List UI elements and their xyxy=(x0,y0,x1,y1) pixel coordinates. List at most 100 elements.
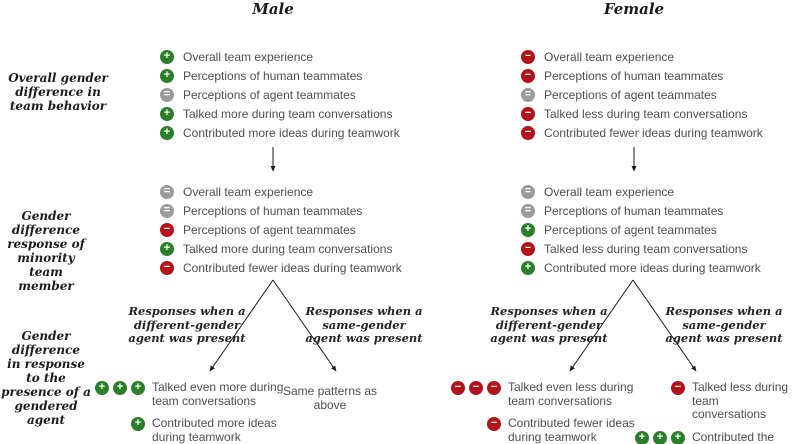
list-item: − − − Talked even less during team conve… xyxy=(449,380,635,408)
minus-icon: − xyxy=(487,381,501,395)
equal-icon: = xyxy=(160,87,174,102)
minus-icon: − xyxy=(521,125,535,140)
equal-icon: = xyxy=(521,203,535,218)
list-item-label: Talked more during team conversations xyxy=(183,106,393,121)
equal-icon: = xyxy=(160,184,174,199)
list-item: + Overall team experience xyxy=(160,47,400,66)
list-item-label: Talked less during team conversations xyxy=(544,106,748,121)
plus-icon: + xyxy=(653,430,667,444)
list-item: +Talked more during team conversations xyxy=(160,239,402,258)
list-item-label: Talked even less during team conversatio… xyxy=(508,380,634,408)
branch-label-male-different: Responses when a different-gender agent … xyxy=(128,304,246,345)
icon-group: − xyxy=(449,417,501,431)
list-item-label: Contributed more ideas during teamwork xyxy=(544,260,761,275)
equal-icon: = xyxy=(521,87,535,102)
male-minority-list: = Overall team experience =Perceptions of… xyxy=(160,182,402,277)
section-label-minority: Gender difference response of minority t… xyxy=(7,209,85,293)
list-item: =Perceptions of human teammates xyxy=(160,201,402,220)
equal-icon: = xyxy=(521,184,535,199)
icon-group: − − − xyxy=(449,381,501,395)
list-item: = Overall team experience xyxy=(160,182,402,201)
icon-group: − xyxy=(633,381,685,395)
list-item: + Contributed more ideas during teamwork xyxy=(521,258,761,277)
list-item: + Talked more during team conversations xyxy=(160,104,400,123)
list-item: −Overall team experience xyxy=(521,47,763,66)
minus-icon: − xyxy=(160,222,174,237)
plus-icon: + xyxy=(671,430,685,444)
list-item: + + + Contributed the most ideas during … xyxy=(633,429,800,444)
list-item: − Contributed fewer ideas during teamwor… xyxy=(449,416,635,444)
column-header-male: Male xyxy=(252,0,294,18)
list-item: + Perceptions of human teammates xyxy=(160,66,400,85)
minus-icon: − xyxy=(521,106,535,121)
icon-group: + + + xyxy=(633,430,685,444)
list-item: −Contributed fewer ideas during teamwork xyxy=(521,123,763,142)
list-item-label: Perceptions of human teammates xyxy=(544,203,724,218)
list-item-label: Contributed the most ideas during teamwo… xyxy=(692,429,775,444)
plus-icon: + xyxy=(113,381,127,395)
minus-icon: − xyxy=(160,260,174,275)
list-item: = Perceptions of agent teammates xyxy=(160,85,400,104)
plus-icon: + xyxy=(160,49,174,64)
list-item: −Talked less during team conversations xyxy=(521,104,763,123)
plus-icon: + xyxy=(95,381,109,395)
male-same-gender-note: Same patterns as above xyxy=(282,384,378,412)
list-item: −Talked less during team conversations xyxy=(521,239,761,258)
minus-icon: − xyxy=(521,49,535,64)
list-item-label: Perceptions of agent teammates xyxy=(183,87,356,102)
section-label-agent: Gender difference in response to the pre… xyxy=(1,329,91,427)
list-item-label: Perceptions of agent teammates xyxy=(544,222,717,237)
icon-group: + + + xyxy=(93,381,145,395)
minus-icon: − xyxy=(451,381,465,395)
male-overall-list: + Overall team experience + Perceptions of… xyxy=(160,47,400,142)
female-same-gender-outcomes: − Talked less during team conversations … xyxy=(633,380,800,444)
plus-icon: + xyxy=(635,430,649,444)
list-item-label: Contributed fewer ideas during teamwork xyxy=(508,416,635,444)
plus-icon: + xyxy=(521,222,535,237)
minus-icon: − xyxy=(469,381,483,395)
list-item: = Perceptions of human teammates xyxy=(521,201,761,220)
branch-label-male-same: Responses when a same-gender agent was p… xyxy=(305,304,423,345)
list-item-label: Perceptions of human teammates xyxy=(183,68,363,83)
column-header-female: Female xyxy=(603,0,665,18)
list-item-label: Perceptions of agent teammates xyxy=(544,87,717,102)
plus-icon: + xyxy=(521,260,535,275)
list-item-label: Perceptions of human teammates xyxy=(544,68,724,83)
minus-icon: − xyxy=(521,68,535,83)
list-item-label: Overall team experience xyxy=(183,184,314,199)
list-item-label: Contributed more ideas during teamwork xyxy=(152,416,277,444)
list-item-label: Contributed fewer ideas during teamwork xyxy=(183,260,402,275)
list-item: + + + Talked even more during team conve… xyxy=(93,380,284,408)
plus-icon: + xyxy=(131,417,145,431)
list-item: −Perceptions of human teammates xyxy=(521,66,763,85)
list-item-label: Overall team experience xyxy=(544,184,675,199)
plus-icon: + xyxy=(160,68,174,83)
list-item-label: Perceptions of agent teammates xyxy=(183,222,356,237)
minus-icon: − xyxy=(487,417,501,431)
section-label-overall: Overall gender difference in team behavi… xyxy=(8,71,108,113)
male-different-gender-outcomes: + + + Talked even more during team conve… xyxy=(93,380,284,444)
list-item-label: Perceptions of human teammates xyxy=(183,203,363,218)
plus-icon: + xyxy=(160,241,174,256)
female-overall-list: −Overall team experience −Perceptions of… xyxy=(521,47,763,142)
female-minority-list: = Overall team experience = Perceptions of… xyxy=(521,182,761,277)
plus-icon: + xyxy=(160,106,174,121)
list-item: + Perceptions of agent teammates xyxy=(521,220,761,239)
list-item: + Contributed more ideas during teamwork xyxy=(160,123,400,142)
branch-label-female-same: Responses when a same-gender agent was p… xyxy=(665,304,783,345)
minus-icon: − xyxy=(671,381,685,395)
down-arrow-female xyxy=(631,147,637,172)
list-item-label: Talked less during team conversations xyxy=(692,380,789,421)
list-item-label: Overall team experience xyxy=(544,49,675,64)
plus-icon: + xyxy=(131,381,145,395)
list-item-label: Contributed more ideas during teamwork xyxy=(183,125,400,140)
list-item-label: Overall team experience xyxy=(183,49,314,64)
list-item: −Contributed fewer ideas during teamwork xyxy=(160,258,402,277)
list-item: = Overall team experience xyxy=(521,182,761,201)
list-item: − Talked less during team conversations xyxy=(633,380,800,422)
list-item-label: Talked less during team conversations xyxy=(544,241,748,256)
plus-icon: + xyxy=(160,125,174,140)
list-item-label: Talked even more during team conversatio… xyxy=(152,380,284,408)
list-item-label: Contributed fewer ideas during teamwork xyxy=(544,125,763,140)
